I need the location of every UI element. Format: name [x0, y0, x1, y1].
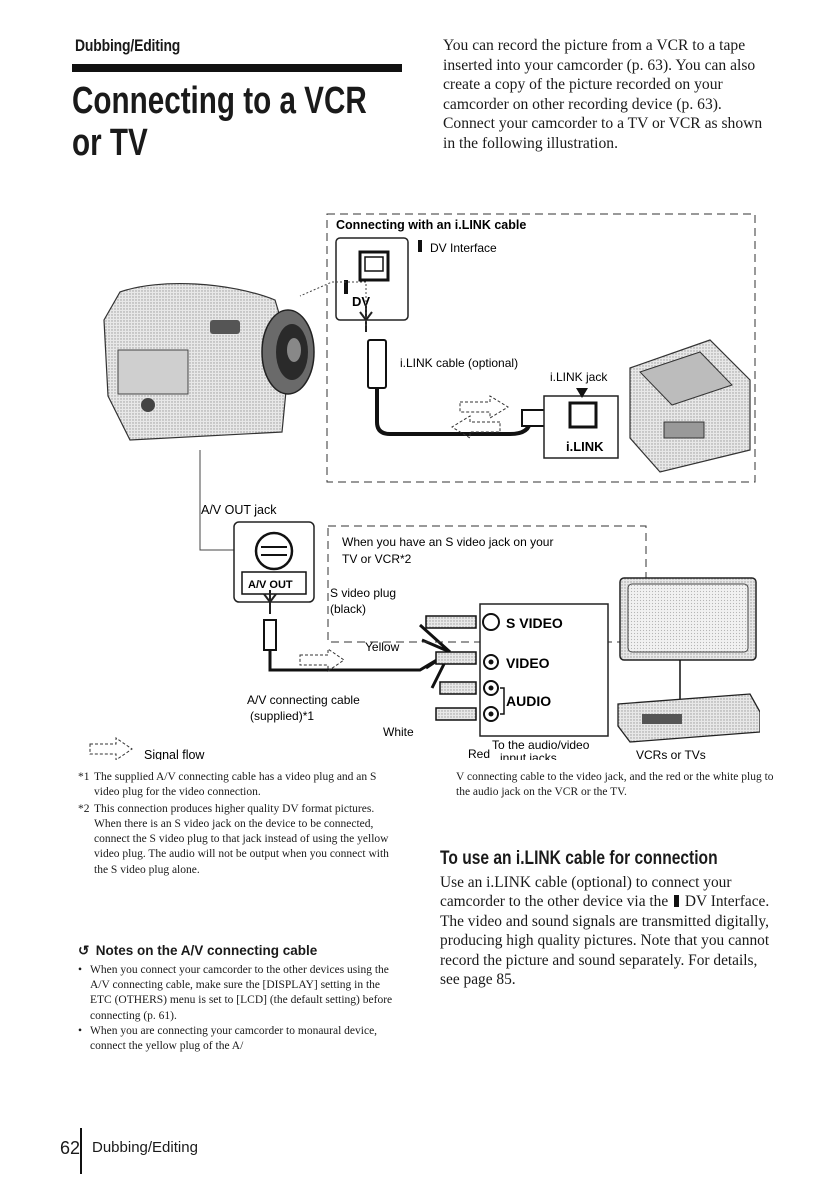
note-item-1: When you connect your camcorder to the o…	[90, 964, 393, 1022]
audio-plug-left-icon	[439, 681, 477, 695]
red-label: Red	[468, 747, 490, 760]
title-rule	[72, 64, 402, 72]
page-number: 62	[60, 1138, 81, 1158]
av-out-jack-label: A/V OUT jack	[201, 503, 277, 517]
ilink-body-b: DV Interface. The video and sound signal…	[440, 893, 770, 989]
av-cable-line	[268, 650, 451, 672]
svideo-jack-label: S VIDEO	[506, 615, 563, 631]
footnote-2-mark: *2	[78, 802, 90, 815]
note-item-2: When you are connecting your camcorder t…	[90, 1024, 378, 1053]
audio-jack-label: AUDIO	[506, 693, 551, 709]
section-tag: Dubbing/Editing	[75, 36, 181, 55]
audio-plug-right-icon	[435, 707, 477, 721]
av-cable-label-2: (supplied)*1	[250, 709, 314, 723]
input-jacks-label-1: To the audio/video	[492, 738, 590, 752]
ilink-cable-line	[375, 388, 532, 436]
notes-heading: ↺ Notes on the A/V connecting cable	[78, 943, 317, 959]
svideo-box-line-1: When you have an S video jack on your	[342, 535, 553, 549]
svideo-box-line-2: TV or VCR*2	[342, 552, 412, 566]
footnotes: *1 The supplied A/V connecting cable has…	[78, 770, 398, 879]
list-item: • When you are connecting your camcorder…	[78, 1024, 396, 1054]
vcrs-tvs-label: VCRs or TVs	[636, 748, 706, 760]
ilink-port-icon	[568, 401, 598, 429]
white-label: White	[383, 725, 414, 739]
ilink-jack-label: i.LINK jack	[550, 370, 608, 384]
footnote-1-text: The supplied A/V connecting cable has a …	[94, 771, 377, 799]
signal-arrow-av-icon	[299, 648, 345, 672]
ilink-body-a: Use an i.LINK cable (optional) to connec…	[440, 874, 732, 911]
ilink-label: i.LINK	[566, 439, 604, 454]
ilink-logo-small-icon	[418, 240, 422, 252]
notes-heading-text: Notes on the A/V connecting cable	[95, 943, 318, 958]
footnote-2-text: This connection produces higher quality …	[94, 802, 389, 876]
footer-label: Dubbing/Editing	[92, 1139, 198, 1156]
av-cable-label-1: A/V connecting cable	[247, 693, 360, 707]
svideo-plug-label-1: S video plug	[330, 586, 396, 600]
ilink-section-heading: To use an i.LINK cable for connection	[440, 848, 718, 869]
intro-text: You can record the picture from a VCR to…	[443, 36, 768, 153]
camcorder-illustration	[103, 283, 315, 441]
footer-rule	[80, 1128, 82, 1174]
callout-arrow-2-icon	[263, 590, 277, 614]
list-item: • When you connect your camcorder to the…	[78, 963, 396, 1024]
note-continued: V connecting cable to the video jack, an…	[456, 771, 774, 799]
video-jack-label: VIDEO	[506, 655, 550, 671]
ilink-section-body: Use an i.LINK cable (optional) to connec…	[440, 873, 770, 989]
page-title: Connecting to a VCR or TV	[72, 80, 367, 164]
svideo-jack-icon	[482, 613, 500, 631]
av-port-icon	[254, 531, 294, 571]
av-out-label: A/V OUT	[248, 579, 293, 591]
signal-arrow-left-icon	[451, 415, 501, 439]
video-deck-illustration	[629, 339, 751, 473]
dv-label: DV	[352, 294, 370, 309]
footnote-2: *2 This connection produces higher quali…	[78, 802, 398, 878]
tv-illustration	[619, 577, 757, 700]
down-arrow-icon	[576, 388, 588, 398]
signal-arrow-right-icon	[459, 395, 509, 419]
dv-port-icon	[358, 250, 390, 282]
callout-arrow-icon	[359, 306, 373, 332]
footnote-1-mark: *1	[78, 771, 90, 783]
ilink-inline-icon	[674, 895, 680, 908]
ilink-plug-left-icon	[367, 339, 387, 389]
signal-flow-label: Signal flow	[144, 748, 205, 760]
vcr-illustration	[617, 693, 760, 743]
ilink-box-title: Connecting with an i.LINK cable	[336, 218, 526, 232]
dv-interface-label: DV Interface	[430, 241, 497, 255]
note-icon: ↺	[78, 943, 90, 958]
yellow-label: Yellow	[365, 640, 400, 654]
signal-flow-icon	[89, 737, 133, 760]
ilink-logo-icon	[344, 280, 348, 294]
intro-paragraph-2: Connect your camcorder to a TV or VCR as…	[443, 115, 763, 152]
connection-diagram: Connecting with an i.LINK cable DV DV In…	[89, 213, 760, 760]
ilink-cable-label: i.LINK cable (optional)	[400, 356, 518, 370]
video-plug-icon	[435, 651, 477, 665]
ilink-dashed-box	[326, 213, 756, 483]
page-title-line-1: Connecting to a VCR	[72, 80, 367, 122]
svideo-plug-icon	[425, 615, 477, 629]
av-plug-icon	[263, 619, 277, 651]
footnote-1: *1 The supplied A/V connecting cable has…	[78, 770, 398, 801]
input-jacks-label-2: input jacks	[500, 751, 557, 760]
svideo-plug-label-2: (black)	[330, 602, 366, 616]
notes-list: • When you connect your camcorder to the…	[78, 963, 396, 1054]
intro-paragraph-1: You can record the picture from a VCR to…	[443, 37, 756, 113]
page-title-line-2: or TV	[72, 122, 148, 164]
